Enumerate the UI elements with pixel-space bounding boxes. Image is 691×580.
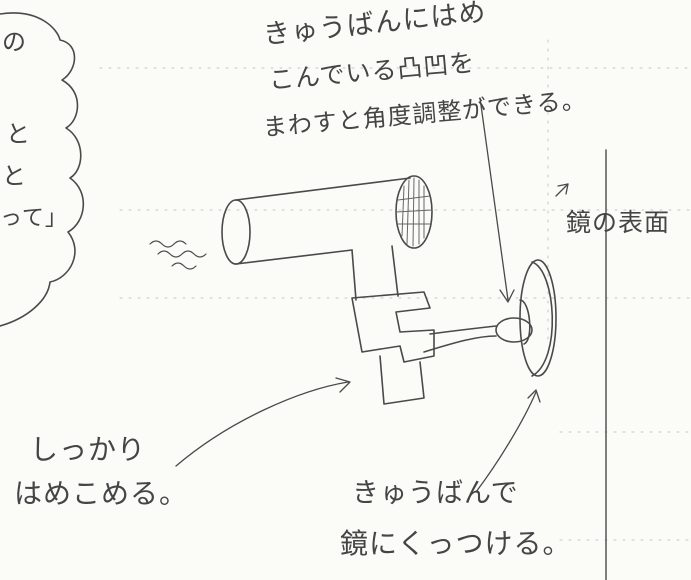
- suction-cup-line-1: きゅうばんで: [352, 478, 519, 509]
- bubble-fragment-2: と: [6, 120, 31, 148]
- bubble-fragment-1: の: [2, 28, 27, 56]
- annotation-arrows: [175, 97, 569, 493]
- mirror-surface-label: 鏡の表面: [566, 208, 671, 237]
- suction-cup-line-2: 鏡にくっつける。: [340, 527, 572, 560]
- hair-dryer-sketch: [221, 175, 557, 405]
- air-flow-lines: [149, 240, 207, 270]
- paper-guide-lines: [99, 39, 691, 541]
- bubble-fragment-3: と: [2, 162, 27, 190]
- bubble-fragment-4: って」: [0, 206, 68, 231]
- fit-firmly-line-2: はめこめる。: [14, 477, 189, 510]
- fit-firmly-line-1: しっかり: [30, 433, 147, 466]
- thought-bubble: [0, 12, 85, 327]
